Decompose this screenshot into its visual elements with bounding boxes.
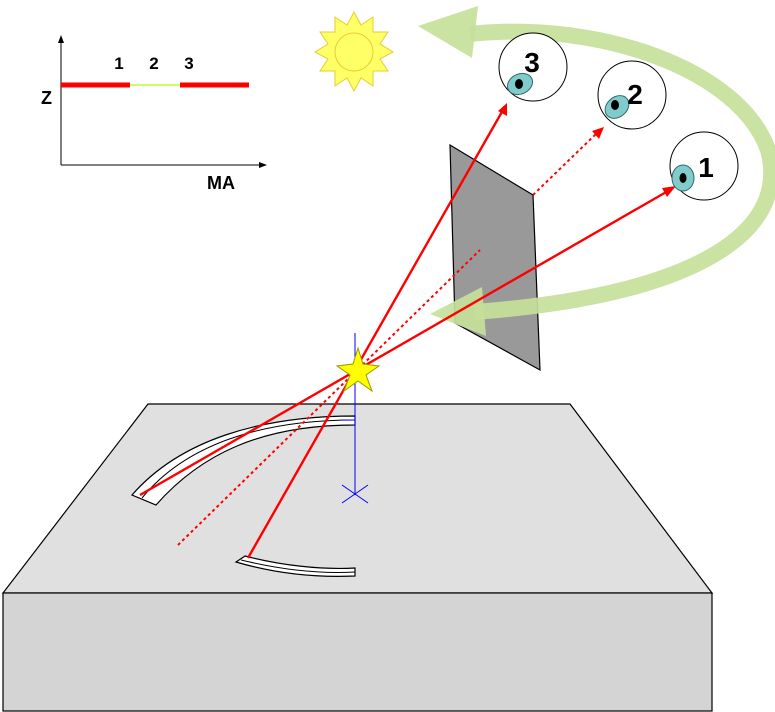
viewpoint-3-label: 3 <box>524 47 540 78</box>
block-front-face <box>2 592 713 712</box>
inset-y-arrowhead <box>58 35 64 43</box>
sight-rays <box>139 103 676 559</box>
ray-2-arrowhead <box>592 127 604 139</box>
inset-segment-label-2: 2 <box>149 54 158 73</box>
sun-core <box>334 32 374 72</box>
eyeball-2: 2 <box>597 60 667 130</box>
star-icon <box>335 346 381 393</box>
eyeball-3: 3 <box>498 32 568 102</box>
inset-x-arrowhead <box>259 162 267 168</box>
viewpoint-2-label: 2 <box>627 79 643 110</box>
inset-segment-label-1: 1 <box>114 54 123 73</box>
lower-curved-slot <box>234 555 356 577</box>
orbit-arrow-path <box>469 23 775 320</box>
ray-to-viewpoint-3 <box>246 109 505 559</box>
lower-curved-slot-inner <box>240 559 356 573</box>
viewpoint-1-label: 1 <box>698 152 714 183</box>
eye-pupil <box>515 79 523 89</box>
block-top-face <box>1 403 714 594</box>
inset-plot: Z MA 1 2 3 <box>41 35 267 193</box>
eye-pupil <box>679 173 687 183</box>
ray-to-viewpoint-2-hidden <box>177 249 481 546</box>
eyeball-1: 1 <box>669 131 739 201</box>
inset-y-label: Z <box>41 88 52 108</box>
upper-curved-slot-inner <box>141 419 356 499</box>
ray-1-arrowhead <box>662 186 676 197</box>
inset-segment-label-3: 3 <box>184 54 193 73</box>
ground-marker-x <box>341 484 369 504</box>
ray-to-viewpoint-1 <box>139 189 669 497</box>
upper-curved-slot <box>130 415 356 506</box>
ray-to-viewpoint-2-beyond <box>532 131 599 196</box>
eye-pupil <box>611 100 619 110</box>
inset-x-label: MA <box>207 173 235 193</box>
ray-3-arrowhead <box>498 103 507 116</box>
orbit-arrow-head-top <box>418 6 478 58</box>
